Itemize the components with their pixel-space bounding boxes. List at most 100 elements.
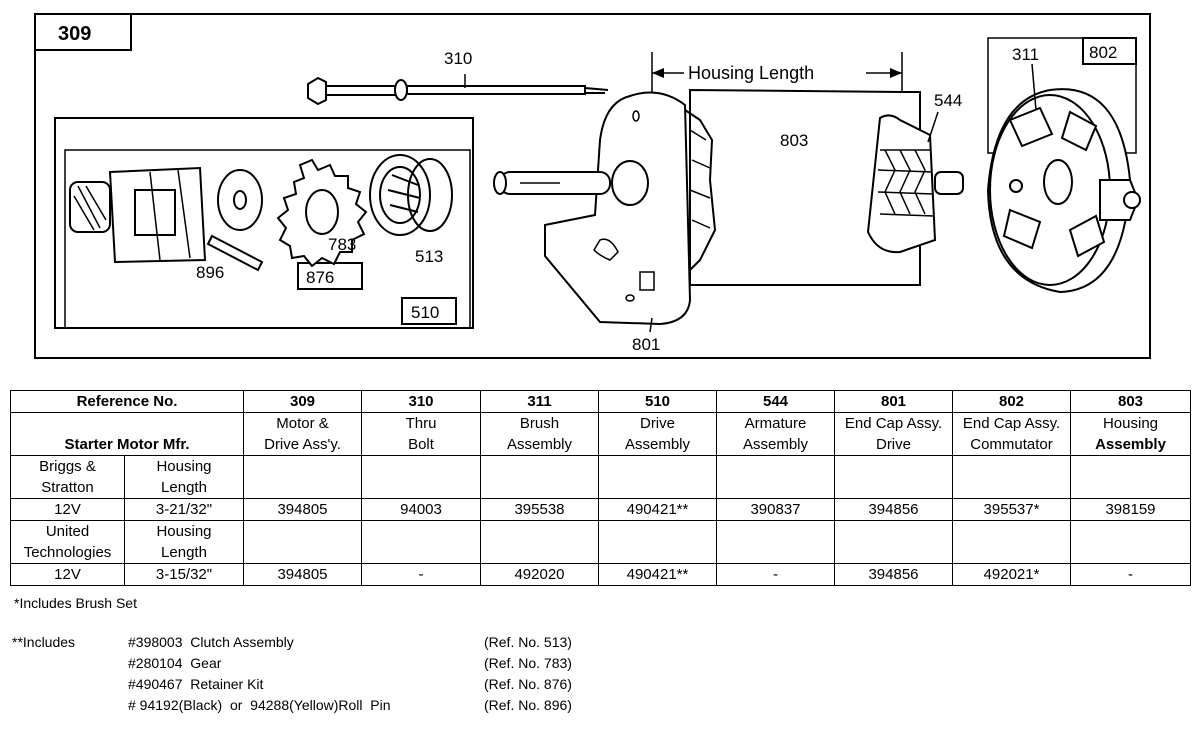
label-310: 310 xyxy=(444,49,472,68)
label-801: 801 xyxy=(632,335,660,354)
ref-311: 311 xyxy=(480,390,599,413)
part-number: 394805 xyxy=(243,563,362,586)
box-510 xyxy=(401,297,457,325)
desc-802-line1: End Cap Assy. xyxy=(952,412,1071,434)
includes-item: #490467 Retainer Kit xyxy=(128,676,264,692)
empty-cell xyxy=(480,455,599,499)
table-row: Starter Motor Mfr. Motor & Thru Brush Dr… xyxy=(10,412,1191,456)
empty-cell xyxy=(952,520,1071,564)
desc-310-line2: Bolt xyxy=(361,434,481,456)
part-number: 394805 xyxy=(243,498,362,521)
desc-309-line1: Motor & xyxy=(243,412,362,434)
parts-table: Reference No. 309 310 311 510 544 801 80… xyxy=(10,390,1191,586)
empty-cell xyxy=(716,455,835,499)
table-row: Drive Ass'y. Bolt Assembly Assembly Asse… xyxy=(11,434,1191,456)
part-number: 492021* xyxy=(952,563,1071,586)
desc-544-line2: Assembly xyxy=(716,434,835,456)
table-row: Technologies Length xyxy=(10,542,1191,564)
part-commutator-end-cap xyxy=(986,63,1141,294)
empty-cell xyxy=(361,520,481,564)
housing-length-value: 3-15/32" xyxy=(124,563,244,586)
part-number: - xyxy=(716,563,835,586)
desc-801-line1: End Cap Assy. xyxy=(834,412,953,434)
table-row: 12V 3-15/32" 394805 - 492020 490421** - … xyxy=(10,563,1191,586)
desc-510-line1: Drive xyxy=(598,412,717,434)
housing-length-line2: Length xyxy=(124,542,244,564)
empty-cell xyxy=(480,520,599,564)
mfr-name-line1: United xyxy=(10,520,125,542)
desc-311-line2: Assembly xyxy=(480,434,599,456)
housing-length-label: Housing Length xyxy=(688,63,814,83)
mfr-name-line1: Briggs & xyxy=(10,455,125,477)
part-clutch xyxy=(369,154,453,236)
reference-no-header: Reference No. xyxy=(10,390,244,413)
includes-item: #280104 Gear xyxy=(128,655,222,671)
empty-cell xyxy=(243,520,362,564)
label-309: 309 xyxy=(58,23,91,45)
part-number: 490421** xyxy=(598,498,717,521)
mfr-name-line2: Technologies xyxy=(10,542,125,564)
mfr-name-line2: Stratton xyxy=(10,477,125,499)
table-row: United Housing xyxy=(10,520,1191,564)
part-number: 492020 xyxy=(480,563,599,586)
part-number: - xyxy=(1070,563,1191,586)
includes-lead: **Includes xyxy=(12,634,76,650)
desc-544-line1: Armature xyxy=(716,412,835,434)
label-803: 803 xyxy=(780,131,808,150)
empty-cell xyxy=(361,455,481,499)
box-510-inner xyxy=(64,149,471,329)
box-876 xyxy=(297,262,363,290)
empty-cell xyxy=(716,520,835,564)
table-row: 12V 3-21/32" 394805 94003 395538 490421*… xyxy=(10,498,1191,521)
label-510: 510 xyxy=(411,303,439,322)
part-number: 394856 xyxy=(834,563,953,586)
desc-802-line2: Commutator xyxy=(952,434,1071,456)
part-number: 395538 xyxy=(480,498,599,521)
footnote-brush-set: *Includes Brush Set xyxy=(14,595,137,611)
includes-ref: (Ref. No. 783) xyxy=(484,655,572,671)
ref-544: 544 xyxy=(716,390,835,413)
empty-cell xyxy=(598,455,717,499)
part-thru-bolt xyxy=(307,74,609,106)
housing-length-line1: Housing xyxy=(124,455,244,477)
ref-801: 801 xyxy=(834,390,953,413)
part-number: 390837 xyxy=(716,498,835,521)
empty-cell xyxy=(243,455,362,499)
includes-item: # 94192(Black) or 94288(Yellow)Roll Pin xyxy=(128,697,391,713)
desc-803-line1: Housing xyxy=(1070,412,1191,434)
part-gear xyxy=(276,158,368,268)
label-896: 896 xyxy=(196,263,224,282)
table-row: Reference No. 309 310 311 510 544 801 80… xyxy=(10,390,1191,413)
part-roll-pin xyxy=(206,234,264,272)
box-309 xyxy=(34,13,132,51)
diagram-frame xyxy=(34,13,1151,359)
empty-cell xyxy=(1070,455,1191,499)
part-number: 94003 xyxy=(361,498,481,521)
ref-803: 803 xyxy=(1070,390,1191,413)
housing-length-line2: Length xyxy=(124,477,244,499)
part-drive-end-cap xyxy=(493,88,921,326)
empty-cell xyxy=(834,520,953,564)
empty-cell xyxy=(1070,520,1191,564)
empty-cell xyxy=(598,520,717,564)
label-876: 876 xyxy=(306,268,334,287)
desc-801-line2: Drive xyxy=(834,434,953,456)
desc-309-line2: Drive Ass'y. xyxy=(243,434,362,456)
includes-ref: (Ref. No. 876) xyxy=(484,676,572,692)
housing-length-value: 3-21/32" xyxy=(124,498,244,521)
includes-ref: (Ref. No. 896) xyxy=(484,697,572,713)
part-number: 395537* xyxy=(952,498,1071,521)
desc-310-line1: Thru xyxy=(361,412,481,434)
ref-309: 309 xyxy=(243,390,362,413)
empty-cell xyxy=(834,455,953,499)
table-row: Stratton Length xyxy=(10,477,1191,499)
label-311: 311 xyxy=(1012,45,1039,64)
box-802 xyxy=(1082,37,1137,65)
part-number: 398159 xyxy=(1070,498,1191,521)
desc-510-line2: Assembly xyxy=(598,434,717,456)
ref-510: 510 xyxy=(598,390,717,413)
empty-cell xyxy=(952,455,1071,499)
starter-motor-mfr-header: Starter Motor Mfr. xyxy=(10,412,244,456)
part-number: 394856 xyxy=(834,498,953,521)
label-783: 783 xyxy=(328,235,356,254)
